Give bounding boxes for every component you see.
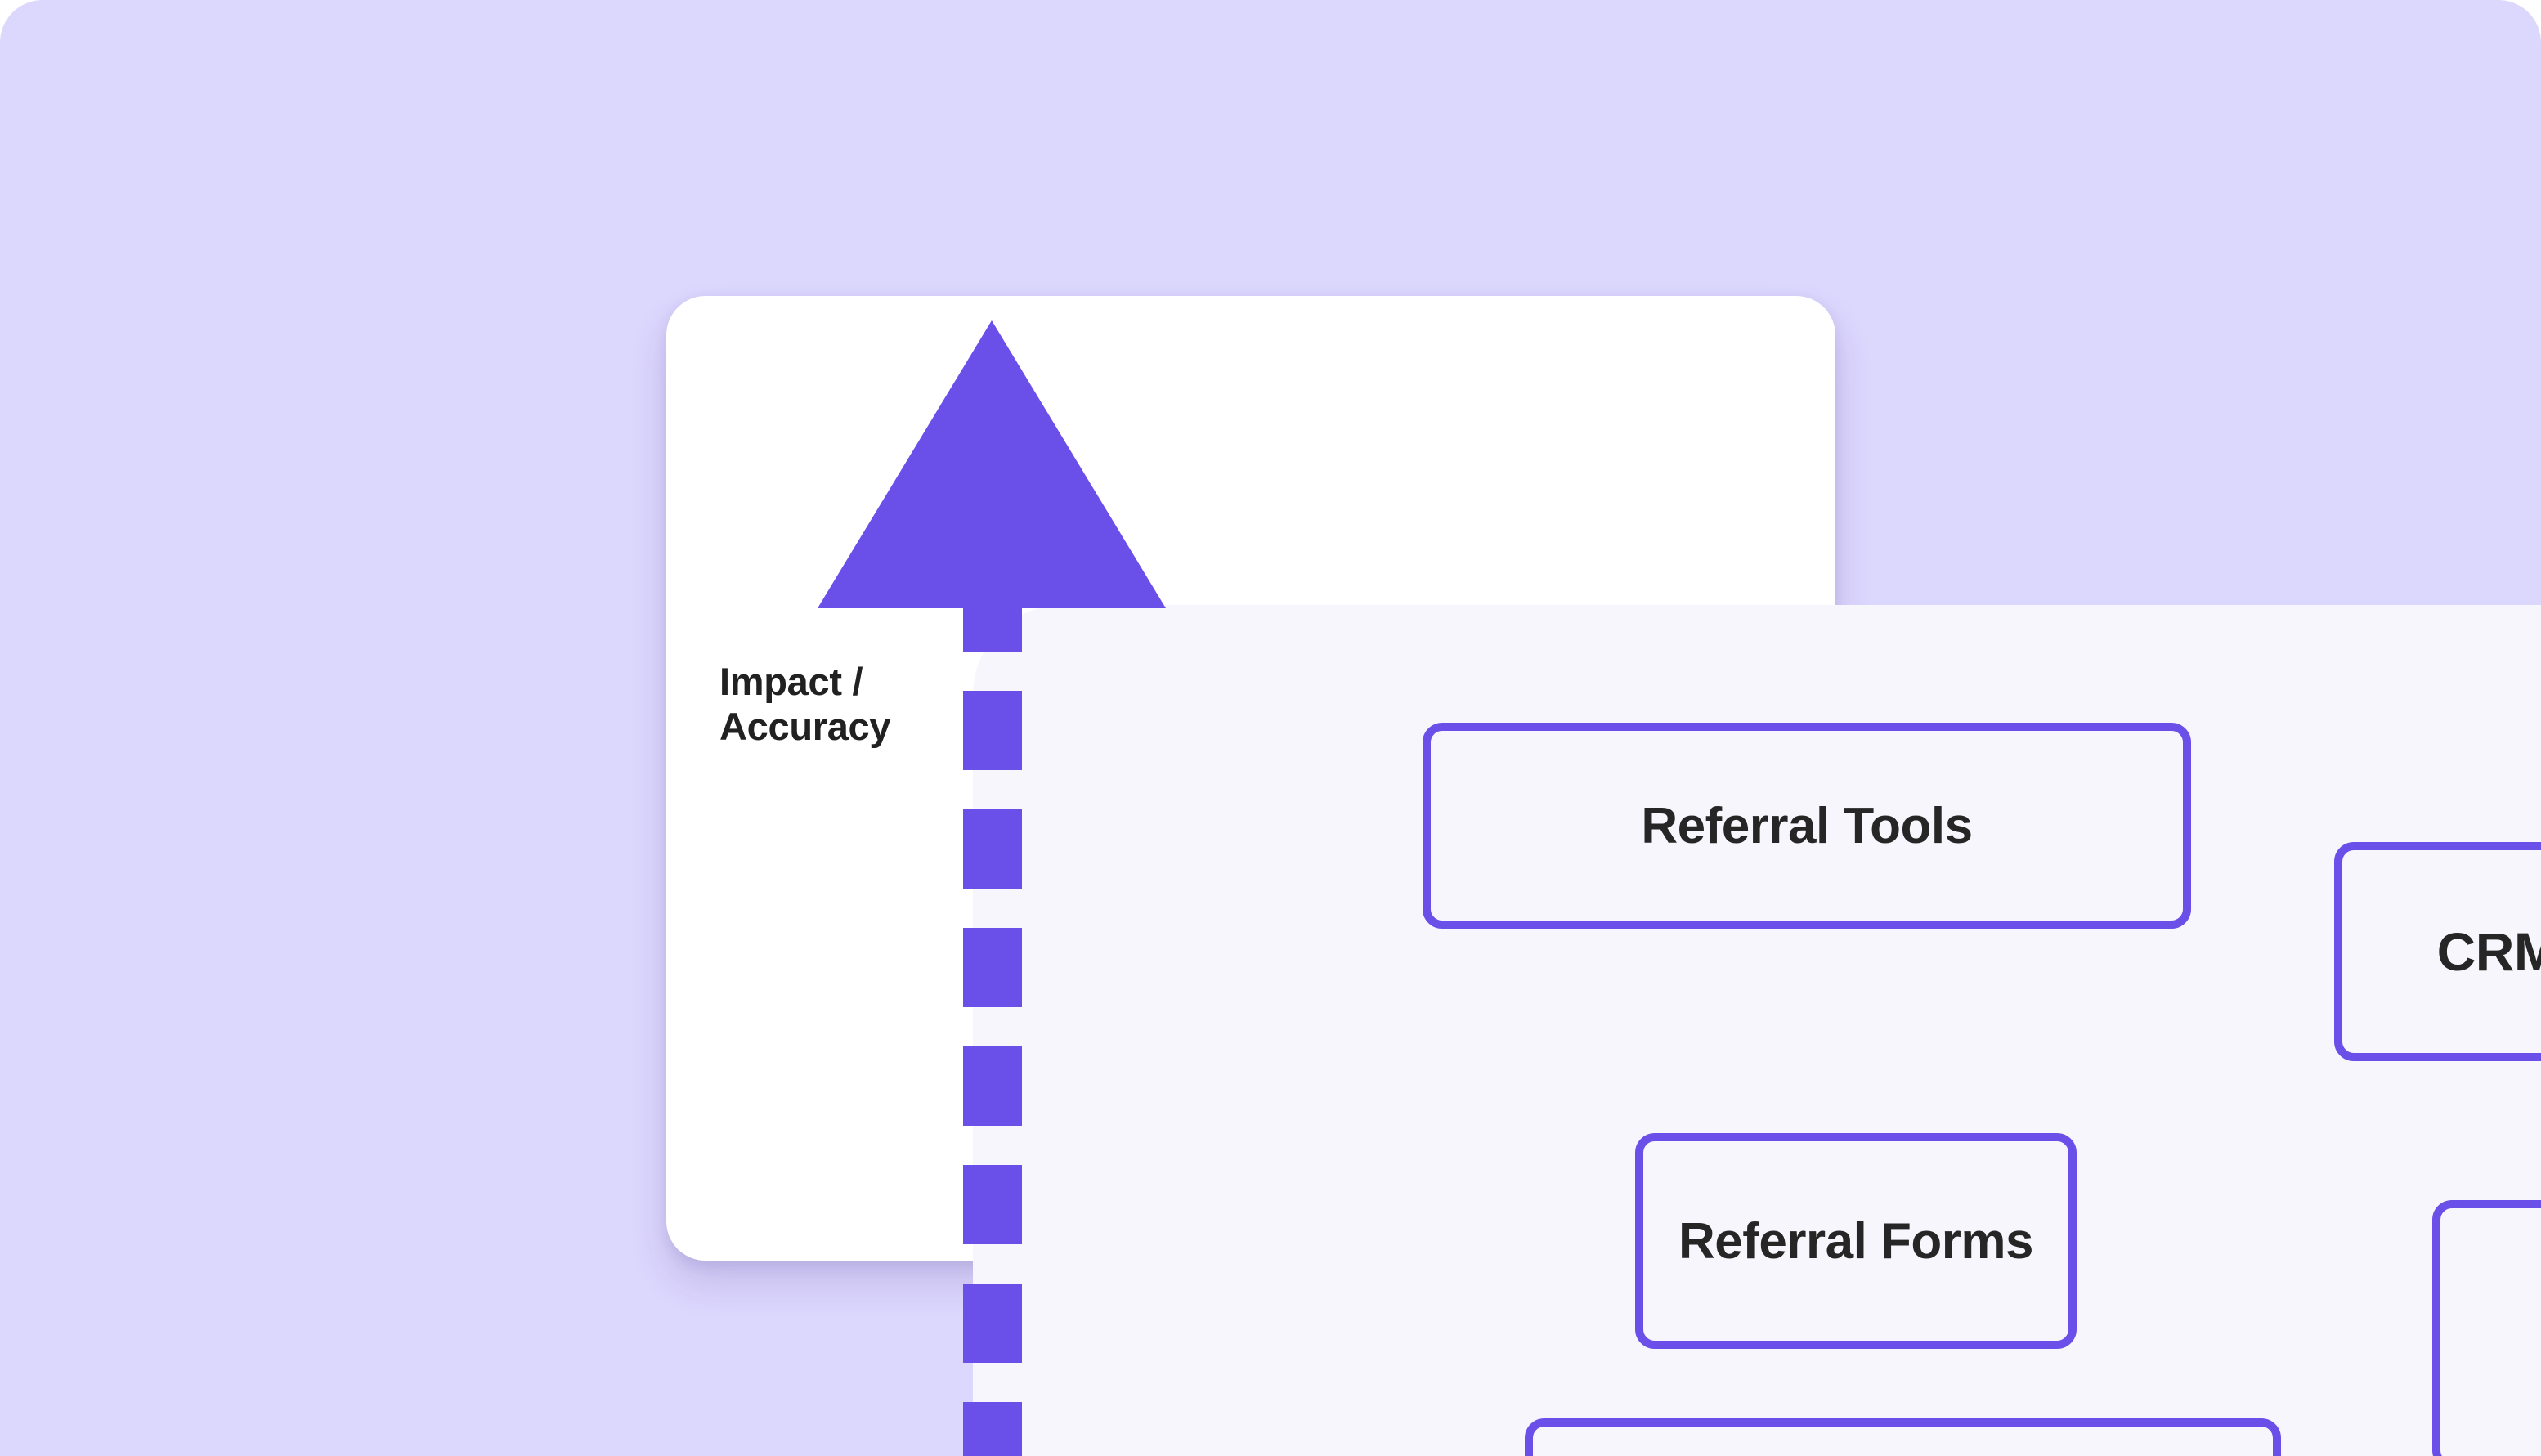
axis-label: Impact / Accuracy <box>719 660 891 749</box>
node-label: CRM <box>2436 921 2541 982</box>
node-label: Referral Tools <box>1641 797 1973 854</box>
node-crm[interactable]: CRM <box>2334 842 2541 1061</box>
node-referral-tools[interactable]: Referral Tools <box>1423 723 2191 929</box>
node-partial-bottom[interactable] <box>1525 1418 2281 1456</box>
node-referral-forms[interactable]: Referral Forms <box>1635 1133 2077 1349</box>
node-partial-right[interactable]: C <box>2432 1200 2541 1456</box>
node-label: Referral Forms <box>1678 1212 2034 1270</box>
